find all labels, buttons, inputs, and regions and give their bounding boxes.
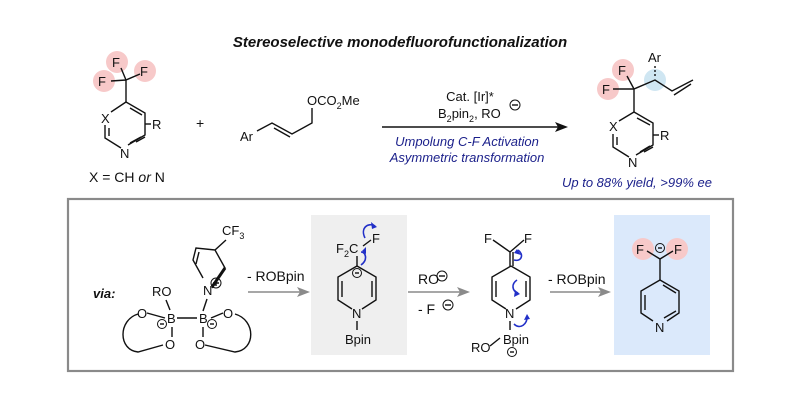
asymmetric-label: Asymmetric transformation [389, 150, 545, 165]
atom-f: F [484, 231, 492, 246]
step3-label: - ROBpin [548, 271, 606, 287]
atom-ar: Ar [240, 129, 254, 144]
fluorine-highlight [93, 70, 115, 92]
atom-f: F [674, 242, 682, 257]
negative-charge-icon [509, 99, 521, 111]
intermediate3-background [614, 215, 710, 355]
fluorine-highlight [106, 51, 128, 73]
reagents-label: B2pin2, RO [438, 106, 501, 124]
intermediate1-background [311, 215, 407, 355]
atom-o: O [165, 337, 175, 352]
fluorine-highlight [666, 238, 688, 260]
reactant-trifluoromethyl-arene: F F F X N R X = CH or N [89, 51, 165, 185]
atom-ar: Ar [648, 50, 662, 65]
reaction-conditions: Cat. [Ir]* B2pin2, RO Umpolung C-F Activ… [382, 89, 568, 165]
atom-x: X [101, 111, 110, 126]
intermediate2-structure: F F N Bpin RO [471, 231, 532, 357]
product-structure: F F Ar X N R [597, 50, 694, 170]
atom-bpin: Bpin [345, 332, 371, 347]
atom-n: N [655, 320, 664, 335]
plus-sign: + [196, 115, 204, 131]
atom-ro: RO [152, 284, 172, 299]
umpolung-label: Umpolung C-F Activation [395, 134, 539, 149]
curly-arrow-icon [360, 251, 367, 266]
reactant-allylic-carbonate: Ar OCO2Me [240, 93, 360, 144]
atom-f: F [524, 231, 532, 246]
via-label: via: [93, 286, 115, 301]
atom-n: N [505, 306, 514, 321]
cf3-group: CF3 [222, 223, 244, 241]
arrowhead-icon [555, 122, 568, 132]
atom-r: R [660, 128, 669, 143]
atom-b: B [199, 311, 208, 326]
atom-o: O [223, 306, 233, 321]
scheme-title: Stereoselective monodefluorofunctionaliz… [233, 34, 567, 51]
atom-f: F [618, 63, 626, 78]
curly-arrow-icon [513, 249, 523, 262]
atom-f: F [98, 74, 106, 89]
atom-b: B [167, 311, 176, 326]
atom-n: N [203, 283, 212, 298]
catalyst-label: Cat. [Ir]* [446, 89, 494, 104]
atom-f: F [372, 231, 380, 246]
atom-f: F [636, 242, 644, 257]
yield-label: Up to 88% yield, >99% ee [562, 175, 712, 190]
atom-n: N [120, 146, 129, 161]
carbonate-group: OCO2Me [307, 93, 360, 111]
atom-x: X [609, 119, 618, 134]
intermediate1-structure: F2C F N Bpin [336, 222, 380, 347]
fluorine-highlight [597, 78, 619, 100]
step2-byproduct: - F [418, 301, 435, 317]
atom-bpin: Bpin [503, 332, 529, 347]
positive-charge-icon [210, 277, 222, 289]
atom-o: O [137, 306, 147, 321]
reactant-caption: X = CH or N [89, 169, 165, 185]
atom-r: R [152, 117, 161, 132]
step2-reagent: RO [418, 271, 439, 287]
atom-n: N [352, 306, 361, 321]
fluorine-highlight [134, 60, 156, 82]
atom-f: F [140, 64, 148, 79]
step1-label: - ROBpin [247, 268, 305, 284]
fluorine-highlight [632, 238, 654, 260]
fluorine-highlight [612, 59, 634, 81]
atom-ro: RO [471, 340, 491, 355]
atom-o: O [195, 337, 205, 352]
diboron-pyridine-complex: CF3 N RO B B O O O O [122, 223, 252, 353]
arrowhead-icon [297, 287, 310, 297]
difluoromethyl-anion-structure: F F N [632, 238, 688, 335]
arrowhead-icon [598, 287, 611, 297]
f2c-group: F2C [336, 241, 358, 259]
atom-f: F [602, 82, 610, 97]
arrowhead-icon [457, 287, 470, 297]
atom-n: N [628, 155, 637, 170]
atom-f: F [112, 55, 120, 70]
